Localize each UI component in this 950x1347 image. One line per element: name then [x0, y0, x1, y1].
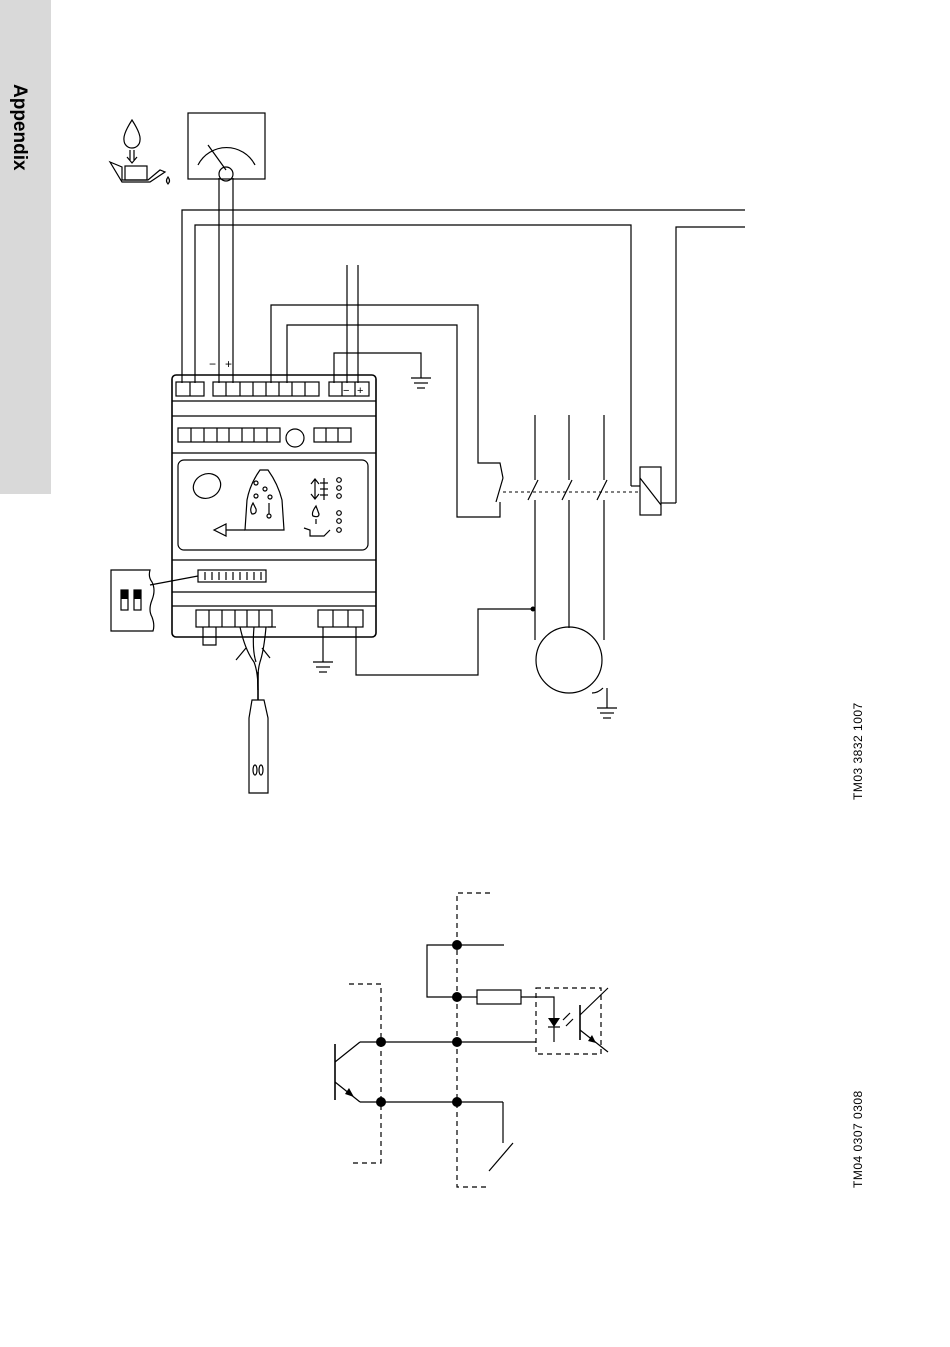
figure-code-1: TM03 3832 1007 — [851, 702, 865, 800]
figure-code-2: TM04 0307 0308 — [851, 1090, 865, 1188]
sensor-probe-icon — [249, 700, 268, 793]
controller-unit — [172, 375, 376, 637]
meter-wires — [219, 178, 233, 383]
sensor-cable — [236, 627, 270, 700]
relay-output-wires — [271, 305, 503, 517]
pump-motor-icon — [535, 610, 617, 718]
dip-switch-icon — [111, 570, 198, 631]
level-arrows-icon — [311, 478, 328, 500]
bottom-terminal-block — [196, 610, 363, 627]
level-meter-icon — [188, 113, 265, 181]
signal-terminal-row — [178, 428, 351, 447]
meter-plus-mark: + — [225, 357, 232, 371]
control-bus-lines — [182, 210, 745, 503]
top-terminal-block — [176, 382, 369, 396]
optocoupler-circuit — [335, 893, 608, 1187]
supply-minus-mark: − — [343, 385, 349, 397]
front-panel — [178, 460, 368, 550]
contactor — [496, 415, 640, 640]
relay-coil-icon — [631, 467, 676, 515]
ground-icon — [411, 378, 431, 388]
bottom-wiring — [203, 627, 333, 672]
oil-drop-small-icon — [304, 506, 330, 536]
dip-switch-bank — [198, 570, 266, 582]
meter-minus-mark: − — [209, 357, 216, 371]
supply-wires — [334, 265, 421, 383]
oil-can-drop-icon — [110, 120, 170, 184]
motor-feedback-wire — [356, 609, 533, 675]
transistor-icon — [335, 1042, 360, 1102]
supply-plus-mark: + — [357, 385, 363, 397]
